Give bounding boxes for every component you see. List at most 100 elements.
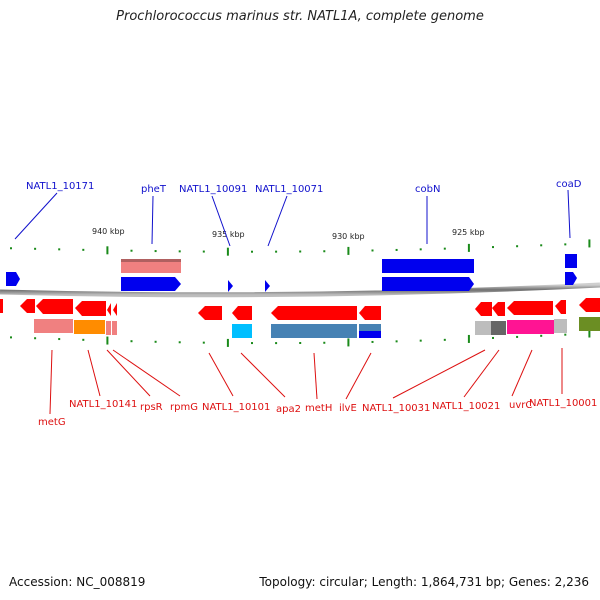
leader-line-uvrc — [511, 349, 533, 397]
gene-label-natl1-10021[interactable]: NATL1_10021 — [432, 401, 500, 412]
tick-row-top — [10, 239, 591, 256]
minor-tick — [178, 250, 181, 253]
minor-tick — [323, 250, 326, 253]
minor-tick — [540, 244, 543, 247]
feature-bar-ilve-bottom[interactable] — [359, 331, 381, 338]
feature-bar-ilve-top[interactable] — [359, 324, 381, 331]
gene-arrow-phet[interactable] — [121, 277, 181, 291]
feature-bar-coad[interactable] — [565, 254, 577, 268]
minor-tick — [34, 247, 37, 250]
gene-arrow-coad[interactable] — [565, 272, 577, 285]
gene-label-coad[interactable]: coaD — [556, 179, 582, 190]
accession-text: Accession: NC_008819 — [9, 575, 146, 589]
gene-arrow-natl1-10001[interactable] — [555, 300, 566, 314]
feature-bar-right-edge[interactable] — [579, 317, 600, 331]
minor-tick — [58, 338, 61, 341]
leader-line-natl1-10021 — [463, 349, 500, 398]
gene-label-natl1-10001[interactable]: NATL1_10001 — [529, 398, 597, 409]
feature-bar-meth[interactable] — [271, 324, 357, 338]
gene-arrow-natl1-10071[interactable] — [265, 280, 270, 292]
gene-arrow-rpmg[interactable] — [113, 303, 117, 316]
gene-arrow-natl1-10021[interactable] — [492, 302, 505, 316]
gene-arrow-natl1-10101[interactable] — [198, 306, 222, 320]
minor-tick — [395, 340, 398, 343]
gene-arrow-metg[interactable] — [20, 299, 35, 313]
scale-label-925: 925 kbp — [452, 228, 485, 237]
major-tick — [226, 247, 229, 256]
major-tick — [588, 239, 591, 248]
gene-label-natl1-10071[interactable]: NATL1_10071 — [255, 184, 323, 195]
leader-line-ilve — [345, 352, 372, 400]
gene-arrow-natl1-10091[interactable] — [228, 280, 233, 292]
leader-line-phet — [151, 195, 154, 245]
gene-label-apa2[interactable]: apa2 — [276, 404, 301, 415]
minor-tick — [275, 250, 278, 253]
minor-tick — [516, 335, 519, 338]
feature-bar-shade — [121, 259, 181, 262]
gene-label-rpmg[interactable]: rpmG — [170, 402, 198, 413]
minor-tick — [275, 342, 278, 345]
scale-label-930: 930 kbp — [332, 232, 365, 241]
minor-tick — [82, 248, 85, 251]
feature-bar-cobn[interactable] — [382, 259, 474, 273]
gene-label-natl1-10141[interactable]: NATL1_10141 — [69, 399, 137, 410]
gene-arrow-right-edge[interactable] — [579, 298, 600, 312]
minor-tick — [82, 338, 85, 341]
minor-tick — [323, 341, 326, 344]
minor-tick — [202, 250, 205, 253]
gene-label-ilve[interactable]: ilvE — [339, 403, 357, 414]
gene-label-natl1-10101[interactable]: NATL1_10101 — [202, 402, 270, 413]
gene-arrow-cobn[interactable] — [382, 277, 474, 291]
gene-arrow-natl1-10141[interactable] — [75, 301, 106, 316]
gene-arrow-metg-2[interactable] — [36, 299, 73, 314]
gene-arrow-rpsr[interactable] — [107, 303, 111, 316]
gene-arrow-ilve[interactable] — [359, 306, 381, 320]
gene-label-phet[interactable]: pheT — [141, 184, 167, 195]
leader-line-rpmg — [112, 349, 181, 397]
minor-tick — [492, 246, 494, 249]
minor-tick — [540, 334, 543, 337]
gene-arrow-natl1-10031[interactable] — [475, 302, 492, 316]
scale-label-940: 940 kbp — [92, 227, 125, 236]
minor-tick — [58, 248, 61, 251]
major-tick — [347, 246, 350, 255]
gene-label-natl1-10171[interactable]: NATL1_10171 — [26, 181, 94, 192]
feature-bar-orange[interactable] — [74, 320, 105, 334]
major-tick — [226, 338, 229, 347]
minor-tick — [443, 338, 446, 341]
gene-label-meth[interactable]: metH — [305, 403, 332, 414]
minor-tick — [251, 250, 253, 253]
feature-bar-natl1-10001[interactable] — [554, 319, 567, 333]
gene-label-uvrc[interactable]: uvrC — [509, 400, 532, 411]
minor-tick — [34, 337, 37, 340]
minor-tick — [130, 340, 133, 343]
minor-tick — [154, 340, 157, 343]
feature-bar-rpmg[interactable] — [112, 321, 117, 335]
gene-label-natl1-10091[interactable]: NATL1_10091 — [179, 184, 247, 195]
minor-tick — [178, 341, 181, 344]
gene-arrow-apa2[interactable] — [232, 306, 252, 320]
feature-bar-uvrc[interactable] — [507, 320, 554, 334]
minor-tick — [516, 245, 519, 248]
gene-arrow-uvrc[interactable] — [507, 301, 553, 315]
gene-arrow-meth[interactable] — [271, 306, 357, 320]
leader-line-natl1-10031 — [392, 349, 486, 399]
feature-bar-natl1-10021[interactable] — [491, 321, 506, 335]
gene-label-cobn[interactable]: cobN — [415, 184, 440, 195]
minor-tick — [371, 340, 374, 343]
feature-bar-natl1-10031[interactable] — [475, 321, 491, 335]
gene-arrow-left-edge[interactable] — [0, 299, 3, 313]
minor-tick — [251, 342, 253, 345]
major-tick — [588, 329, 591, 338]
feature-bar-apa2[interactable] — [232, 324, 252, 338]
topology-text: Topology: circular; Length: 1,864,731 bp… — [259, 575, 589, 589]
feature-bar-rpsr[interactable] — [106, 321, 111, 335]
gene-label-natl1-10031[interactable]: NATL1_10031 — [362, 403, 430, 414]
leader-line-metg — [49, 349, 53, 415]
gene-label-rpsr[interactable]: rpsR — [140, 402, 163, 413]
gene-arrow-natl1-10171[interactable] — [6, 272, 20, 286]
feature-bar-phet[interactable] — [121, 259, 181, 273]
gene-label-metg[interactable]: metG — [38, 417, 66, 428]
feature-bar-natl1-10141[interactable] — [34, 319, 73, 333]
